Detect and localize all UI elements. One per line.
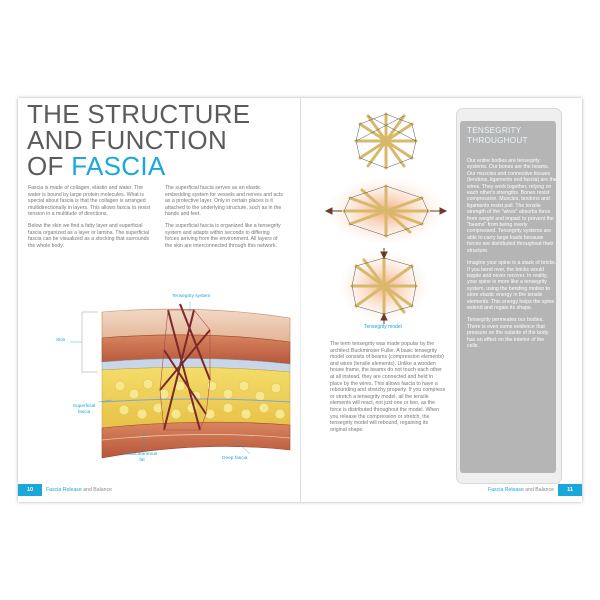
label-subcutaneous-fat: Subcutaneous fat <box>126 452 158 463</box>
footer-right-text: Fascia Release and Balance <box>488 487 554 493</box>
title-accent: FASCIA <box>71 151 166 181</box>
page-title: THE STRUCTURE AND FUNCTION OF FASCIA <box>27 101 250 179</box>
sidebar-title: TENSEGRITY THROUGHOUT <box>467 126 528 145</box>
footer-left-text-b: and Balance <box>81 487 113 493</box>
title-prefix: OF <box>27 151 72 181</box>
title-line-1: THE STRUCTURE <box>27 99 251 129</box>
sidebar-panel <box>460 121 556 473</box>
tensegrity-model-compressed <box>334 248 434 329</box>
text-column-2: The superficial fascia serves as an elas… <box>165 185 283 254</box>
footer-right-text-b: and Balance <box>523 487 555 493</box>
paragraph: Below the skin we find a fatty layer and… <box>28 222 150 249</box>
page-number-left: 10 <box>18 484 42 496</box>
sidebar-text: Our entire bodies are tensegrity systems… <box>467 158 557 355</box>
skin-cross-section-graphic <box>70 302 291 459</box>
paragraph: Our entire bodies are tensegrity systems… <box>467 158 557 254</box>
sidebar-title-line-2: THROUGHOUT <box>467 135 528 145</box>
footer-left-text-a: Fascia Release <box>46 487 82 493</box>
paragraph: Imagine your spine is a stack of bricks.… <box>467 260 557 311</box>
label-deep-fascia: Deep fascia <box>222 456 248 461</box>
text-column-3: The term tensegrity was made popular by … <box>330 341 446 438</box>
label-tensegrity-system: Tensegrity system <box>172 294 211 299</box>
paragraph: The superficial fascia is organized like… <box>165 222 281 249</box>
tensegrity-icon <box>338 248 430 324</box>
tensegrity-model-neutral <box>346 110 426 177</box>
paragraph: Fascia is made of collagen, elastin and … <box>28 185 151 218</box>
paragraph: Tensegrity permeates our bodies. There i… <box>467 317 549 349</box>
tensegrity-icon <box>324 177 448 245</box>
skin-illustration: Tensegrity system Skin Superficial fasci… <box>56 290 330 480</box>
title-line-2: AND FUNCTION <box>27 125 228 155</box>
page-number-right: 11 <box>558 484 582 496</box>
page-gutter <box>300 98 301 502</box>
caption-tensegrity-model: Tensegrity model <box>364 324 402 330</box>
title-line-3: OF FASCIA <box>27 153 250 179</box>
text-column-1: Fascia is made of collagen, elastin and … <box>28 185 152 254</box>
paragraph: The term tensegrity was made popular by … <box>330 341 446 433</box>
paragraph: The superficial fascia serves as an elas… <box>165 185 283 218</box>
tensegrity-model-stretched <box>324 176 448 251</box>
sidebar-box <box>456 108 562 484</box>
sidebar-title-line-1: TENSEGRITY <box>467 126 522 135</box>
tensegrity-icon <box>354 112 418 170</box>
label-superficial-fascia: Superficial fascia <box>72 404 96 415</box>
label-skin: Skin <box>56 338 66 343</box>
footer-left-text: Fascia Release and Balance <box>46 487 112 493</box>
footer-right-text-a: Fascia Release <box>488 487 524 493</box>
